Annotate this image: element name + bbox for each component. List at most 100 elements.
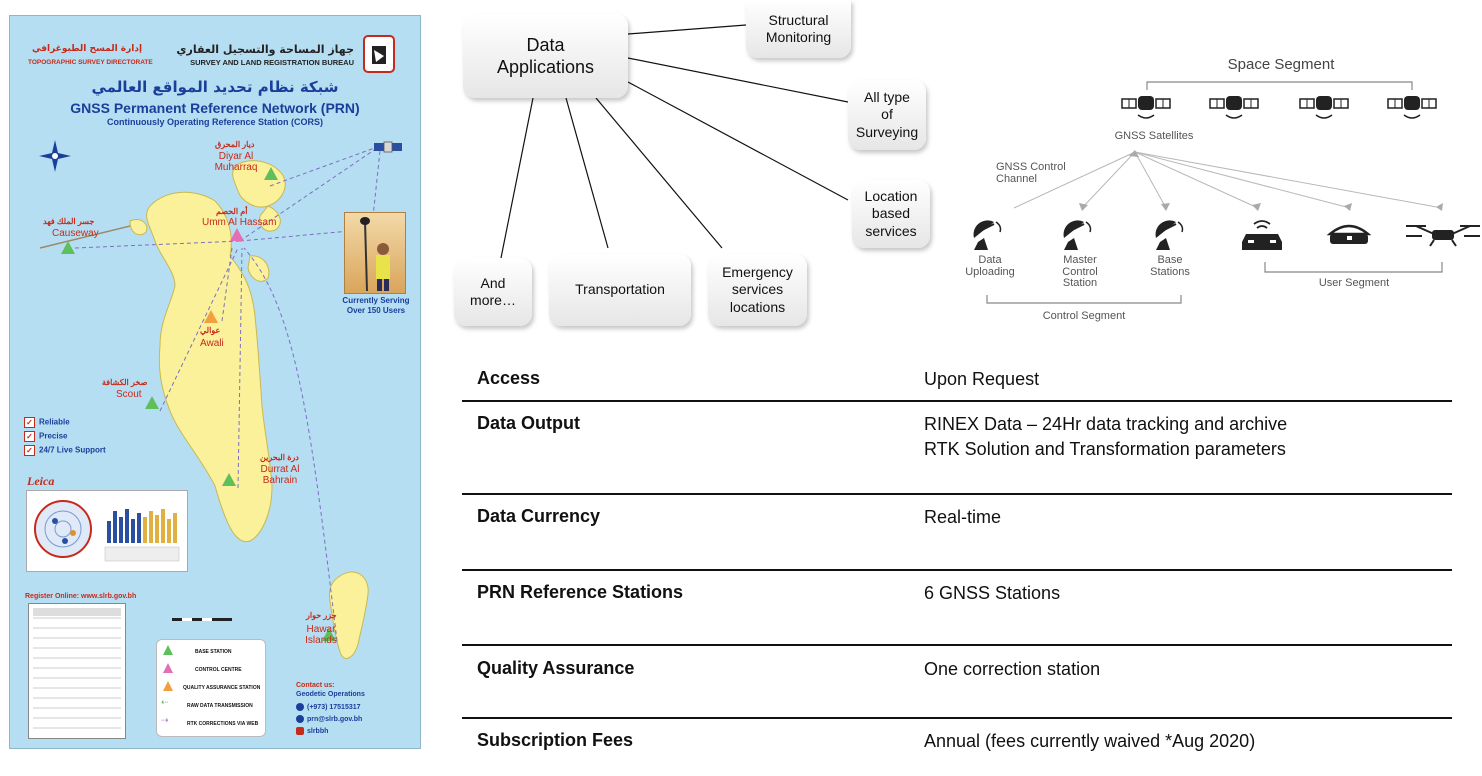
- station-label-ar: ديار المحرق: [215, 140, 255, 149]
- base-stations-label: Base Stations: [1150, 254, 1190, 278]
- contact-dept: Geodetic Operations: [296, 691, 365, 698]
- application-node: And more…: [454, 258, 532, 326]
- legend-base-station-icon: [163, 645, 173, 655]
- control-segment-label: Control Segment: [1042, 310, 1126, 322]
- legend-label: BASE STATION: [195, 649, 232, 655]
- table-value: Real-time: [924, 507, 1002, 527]
- station-label: Causeway: [52, 228, 99, 239]
- station-label-ar: جزر حوار: [306, 611, 337, 620]
- row-divider: [462, 400, 1452, 402]
- row-divider: [462, 717, 1452, 719]
- application-node: Emergency services locations: [708, 254, 807, 326]
- raw-data-arrow-icon: ⇠: [161, 697, 169, 707]
- poster-title-ar: شبكة نظام تحديد المواقع العالمي: [91, 78, 339, 96]
- station-label-ar: جسر الملك فهد: [43, 217, 95, 226]
- legend-label: RTK CORRECTIONS VIA WEB: [187, 721, 259, 727]
- table-value: 6 GNSS Stations: [924, 583, 1061, 603]
- surveyor-photo: [344, 212, 406, 294]
- prn-poster: جهاز المساحة والتسجيل العقاري SURVEY AND…: [9, 15, 421, 749]
- compass-rose: [39, 140, 71, 172]
- email-icon: [296, 715, 304, 723]
- poster-subtitle-en: Continuously Operating Reference Station…: [106, 117, 324, 127]
- coverage-panel: [26, 490, 188, 572]
- satellite-icon: [1121, 96, 1171, 119]
- data-uploading-label: Data Uploading: [965, 254, 1015, 278]
- station-label: Diyar Al Muharraq: [214, 151, 258, 173]
- contact-title: Contact us:: [296, 682, 335, 689]
- row-divider: [462, 493, 1452, 495]
- control-channel-label: GNSS Control Channel: [996, 161, 1066, 185]
- station-label-ar: عوالي: [200, 326, 221, 335]
- phone-icon: [296, 703, 304, 711]
- feature-item: ✓Precise: [24, 431, 67, 442]
- row-divider: [462, 644, 1452, 646]
- gnss-satellites-label: GNSS Satellites: [1114, 130, 1194, 142]
- instagram-icon: [296, 727, 304, 735]
- table-row: PRN Reference Stations 6 GNSS Stations: [462, 578, 1452, 644]
- station-label: Hawar Islands: [305, 624, 337, 646]
- table-row: Data Currency Real-time: [462, 502, 1452, 568]
- master-control-station-label: Master Control Station: [1062, 254, 1098, 290]
- station-marker-causeway: [61, 241, 75, 254]
- satellite-icon: [1209, 96, 1259, 119]
- bureau-logo: [362, 34, 396, 74]
- row-divider: [462, 569, 1452, 571]
- bahrain-map: [39, 140, 402, 659]
- table-row: Quality Assurance One correction station: [462, 654, 1452, 716]
- leica-logo: Leica: [27, 474, 55, 488]
- check-icon: ✓: [24, 417, 35, 428]
- table-value: RTK Solution and Transformation paramete…: [924, 439, 1286, 459]
- user-segment-label: User Segment: [1318, 277, 1390, 289]
- quality-station-marker: [204, 310, 218, 323]
- application-node: All type of Surveying: [848, 80, 926, 150]
- serving-text: Currently Serving: [342, 296, 410, 305]
- car-icon: [1242, 220, 1282, 250]
- station-label-ar: درة البحرين: [260, 453, 299, 462]
- satellite-dish-icon: [1155, 220, 1184, 250]
- table-value: One correction station: [924, 659, 1101, 679]
- table-key: Access: [477, 368, 541, 388]
- check-icon: ✓: [24, 445, 35, 456]
- directorate-name-ar: إدارة المسح الطبوغرافي: [32, 44, 143, 54]
- application-node: Structural Monitoring: [746, 0, 851, 58]
- table-key: Data Output: [477, 413, 580, 433]
- station-marker-diyar: [264, 167, 278, 180]
- table-value: RINEX Data – 24Hr data tracking and arch…: [924, 414, 1288, 434]
- station-label-ar: صخر الكشافة: [102, 378, 148, 387]
- gnss-receiver-icon: [1326, 224, 1372, 244]
- station-marker-hawar: [322, 628, 336, 641]
- legend-label: QUALITY ASSURANCE STATION: [183, 685, 261, 691]
- poster-title-en: GNSS Permanent Reference Network (PRN): [70, 100, 360, 116]
- control-centre-marker: [230, 228, 244, 241]
- table-key: PRN Reference Stations: [477, 582, 684, 602]
- feature-item: ✓Reliable: [24, 417, 70, 428]
- satellite-icon: [1299, 96, 1349, 119]
- drone-icon: [1406, 225, 1480, 247]
- feature-item: ✓24/7 Live Support: [24, 445, 106, 456]
- register-link[interactable]: Register Online: www.slrb.gov.bh: [25, 593, 137, 600]
- station-label: Durrat Al Bahrain: [260, 464, 300, 486]
- station-label-ar: أم الحصم: [216, 207, 248, 216]
- satellite-icon: [1387, 96, 1437, 119]
- check-icon: ✓: [24, 431, 35, 442]
- table-value: Upon Request: [924, 369, 1040, 389]
- data-applications-hub: Data Applications: [463, 14, 628, 98]
- satellite-dish-icon: [1063, 220, 1092, 250]
- table-row: Access Upon Request: [462, 364, 1452, 400]
- satellite-dish-icon: [973, 220, 1002, 250]
- contact-phone: (+973) 17515317: [296, 703, 361, 711]
- contact-email[interactable]: prn@slrb.gov.bh: [296, 715, 362, 723]
- serving-text: Over 150 Users: [346, 306, 406, 315]
- station-label: Awali: [200, 338, 224, 349]
- station-marker-durrat: [222, 473, 236, 486]
- contact-social[interactable]: slrbbh: [296, 727, 328, 735]
- legend-quality-icon: [163, 681, 173, 691]
- directorate-name-en: TOPOGRAPHIC SURVEY DIRECTORATE: [28, 59, 153, 66]
- rtk-arrow-icon: ⇢: [161, 715, 169, 725]
- table-key: Data Currency: [477, 506, 601, 526]
- station-marker-scout: [145, 396, 159, 409]
- table-row: Subscription Fees Annual (fees currently…: [462, 726, 1452, 766]
- application-node: Transportation: [549, 254, 691, 326]
